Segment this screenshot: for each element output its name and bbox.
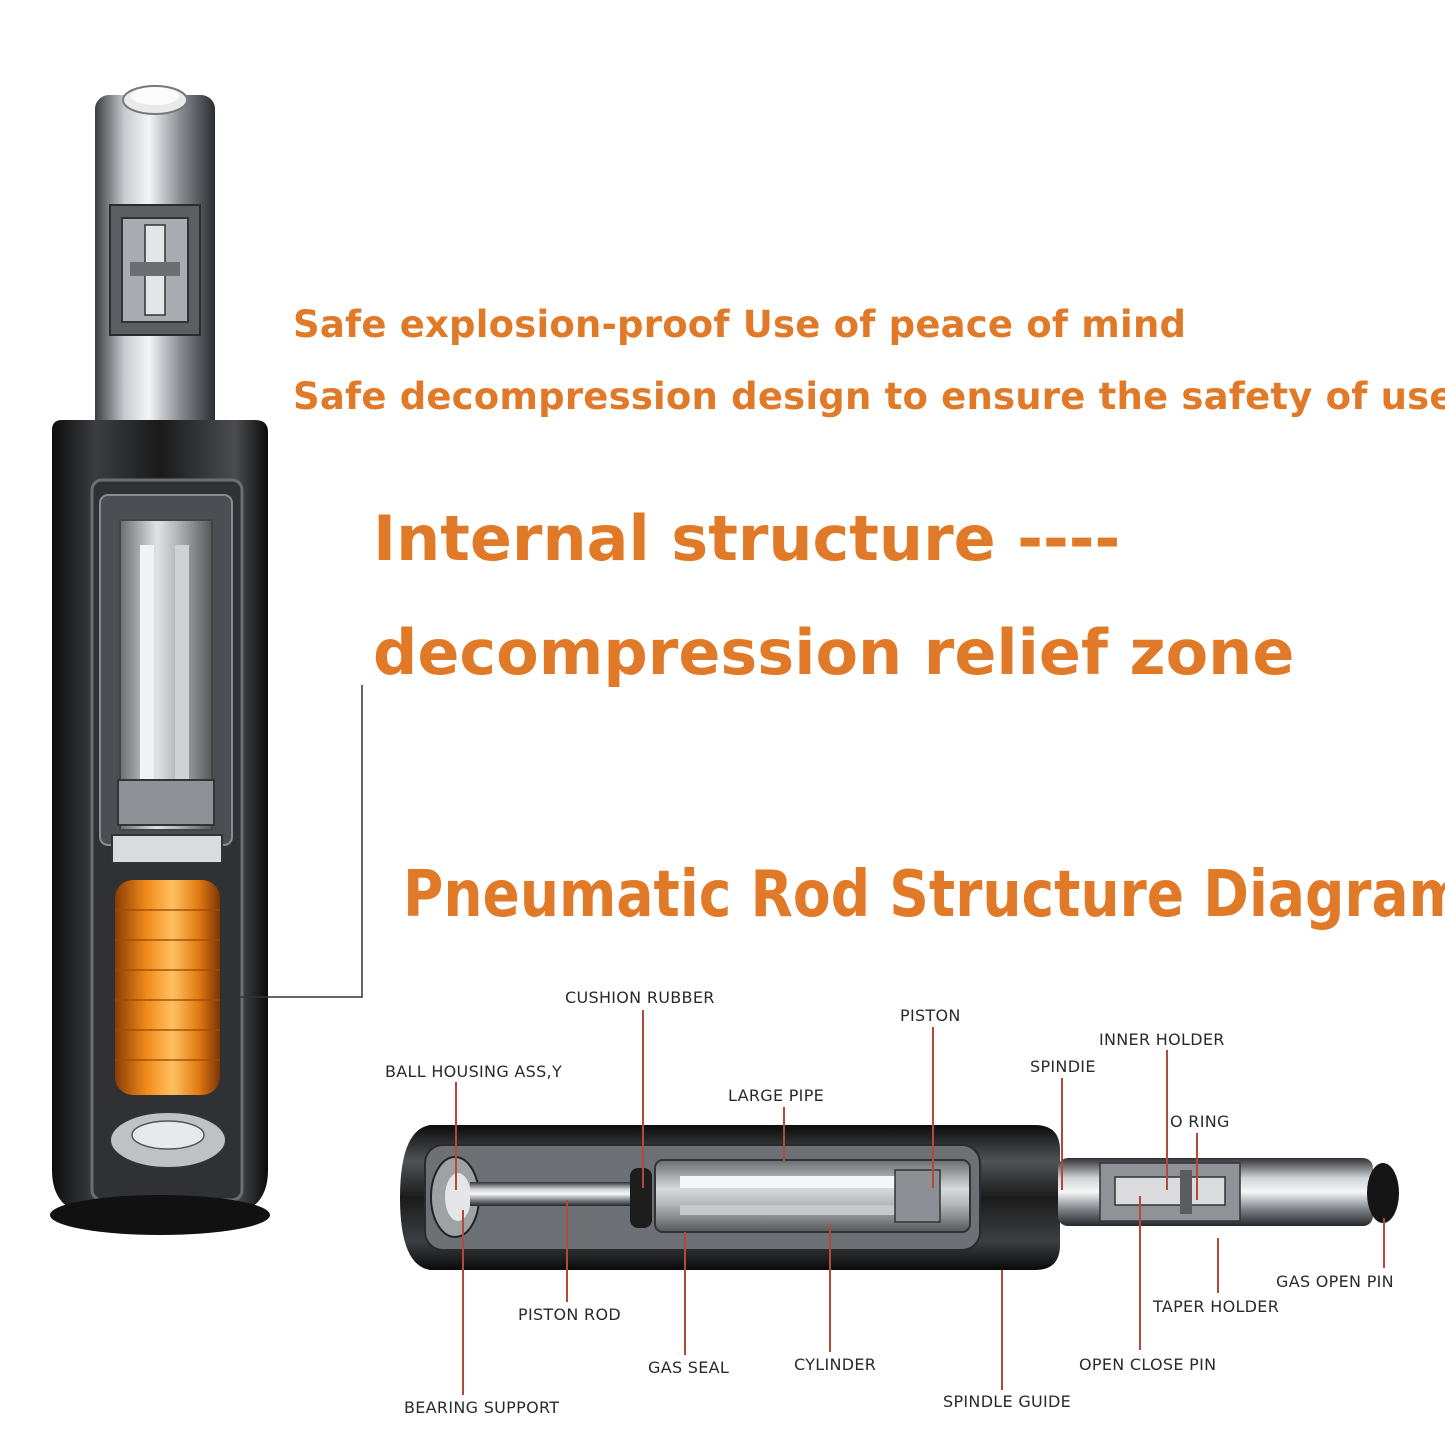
leader-lines [455,1010,1385,1395]
label-gas-open-pin: GAS OPEN PIN [1276,1272,1394,1291]
gas-open-pin-cap [1367,1163,1399,1223]
label-spindie: SPINDIE [1030,1057,1096,1076]
diagram-title: Pneumatic Rod Structure Diagram [403,858,1445,932]
vertical-cylinder-illustration [50,85,270,1235]
label-piston-rod: PISTON ROD [518,1305,621,1324]
label-open-close-pin: OPEN CLOSE PIN [1079,1355,1217,1374]
label-cylinder: CYLINDER [794,1355,877,1374]
label-o-ring: O RING [1170,1112,1230,1131]
label-bearing-support: BEARING SUPPORT [404,1398,560,1417]
label-cushion-rubber: CUSHION RUBBER [565,988,715,1007]
label-spindle-guide: SPINDLE GUIDE [943,1392,1072,1411]
label-ball-housing: BALL HOUSING ASS,Y [385,1062,563,1081]
zone-title-line-2: decompression relief zone [373,616,1295,689]
relief-zone-callout-line [220,685,363,998]
headline-decompression-design: Safe decompression design to ensure the … [293,375,1445,418]
label-piston: PISTON [900,1006,961,1025]
label-gas-seal: GAS SEAL [648,1358,730,1377]
label-large-pipe: LARGE PIPE [728,1086,825,1105]
headline-explosion-proof: Safe explosion-proof Use of peace of min… [293,303,1187,346]
label-inner-holder: INNER HOLDER [1099,1030,1225,1049]
orange-relief-zone [115,880,220,1095]
label-taper-holder: TAPER HOLDER [1153,1297,1280,1316]
zone-title-line-1: Internal structure ---- [373,502,1121,575]
piston-rod [470,1182,650,1206]
horizontal-cylinder-illustration [400,1125,1399,1270]
